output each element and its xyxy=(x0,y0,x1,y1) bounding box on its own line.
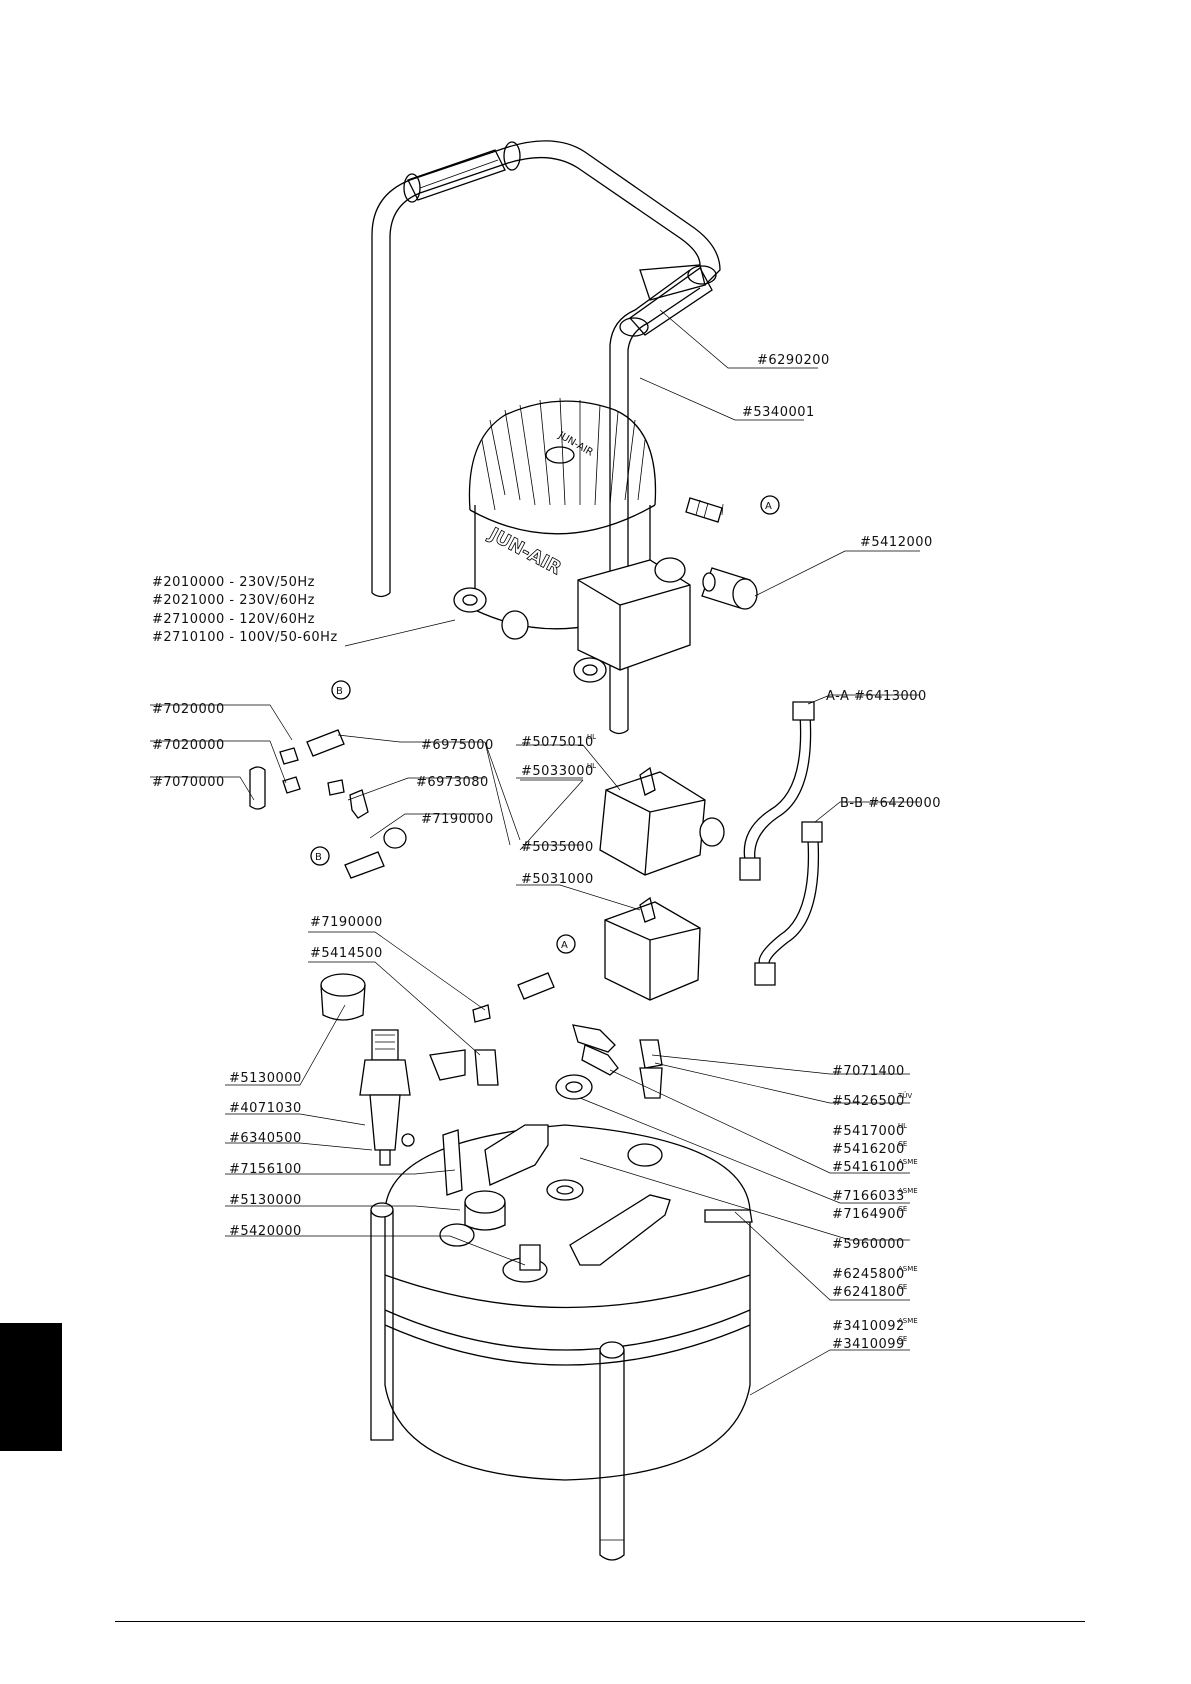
label-5417000: #5417000 xyxy=(832,1124,905,1139)
logo-top: JUN-AIR xyxy=(556,430,595,459)
label-5035000: #5035000 xyxy=(521,840,594,855)
sup-5416200: CE xyxy=(898,1140,907,1148)
label-5075010: #5075010 xyxy=(521,735,594,750)
label-5426500: #5426500 xyxy=(832,1094,905,1109)
label-model-1: #2010000 - 230V/50Hz xyxy=(152,575,315,590)
sup-6245800: ASME xyxy=(898,1265,918,1273)
tank-legs xyxy=(370,1202,625,1561)
compressor-motor: JUN-AIR JUN-AIR xyxy=(453,397,691,683)
silencer-5412000 xyxy=(701,567,758,610)
label-6245800: #6245800 xyxy=(832,1267,905,1282)
filter-regulator xyxy=(320,973,415,1166)
handle-frame xyxy=(371,140,721,598)
fittings-left xyxy=(249,729,407,879)
label-4071030: #4071030 xyxy=(229,1101,302,1116)
svg-text:A: A xyxy=(561,940,568,951)
sup-5417000: UL xyxy=(898,1122,907,1130)
label-aa-6413000: A-A #6413000 xyxy=(826,689,927,704)
label-5414500: #5414500 xyxy=(310,946,383,961)
sup-5075010: UL xyxy=(587,733,596,741)
label-6975000: #6975000 xyxy=(421,738,494,753)
part-labels: #6290200 #5340001 #5412000 #2010000 - 23… xyxy=(152,353,941,1352)
label-5031000: #5031000 xyxy=(521,872,594,887)
callout-a-top: A xyxy=(760,495,780,515)
label-5130000-b: #5130000 xyxy=(229,1193,302,1208)
pressure-switch-lower xyxy=(604,896,701,1001)
handle-bar-right xyxy=(609,265,717,735)
svg-text:B: B xyxy=(315,852,322,863)
label-7164900: #7164900 xyxy=(832,1207,905,1222)
label-model-4: #2710100 - 100V/50-60Hz xyxy=(152,630,338,645)
logo-side: JUN-AIR xyxy=(484,523,565,579)
label-7156100: #7156100 xyxy=(229,1162,302,1177)
leader-lines xyxy=(150,309,920,1396)
hose-b-b xyxy=(754,821,823,986)
callout-b-top: B xyxy=(331,680,351,700)
fitting-a-top xyxy=(685,497,723,523)
sup-6241800: CE xyxy=(898,1283,907,1291)
fittings-center xyxy=(429,972,663,1100)
callout-a-mid: A xyxy=(556,934,576,954)
footer-rule xyxy=(115,1621,1085,1622)
sup-7166033: ASME xyxy=(898,1187,918,1195)
hose-a-a xyxy=(739,701,815,881)
label-7166033: #7166033 xyxy=(832,1189,905,1204)
svg-text:A: A xyxy=(765,501,772,512)
section-tab xyxy=(0,1323,62,1451)
sup-3410092: ASME xyxy=(898,1317,918,1325)
label-5960000: #5960000 xyxy=(832,1237,905,1252)
label-3410092: #3410092 xyxy=(832,1319,905,1334)
label-5416100: #5416100 xyxy=(832,1160,905,1175)
label-6290200: #6290200 xyxy=(757,353,830,368)
label-6973080: #6973080 xyxy=(416,775,489,790)
air-tank xyxy=(384,1124,753,1481)
label-model-2: #2021000 - 230V/60Hz xyxy=(152,593,315,608)
label-5412000: #5412000 xyxy=(860,535,933,550)
sup-3410099: CE xyxy=(898,1335,907,1343)
label-bb-6420000: B-B #6420000 xyxy=(840,796,941,811)
label-3410099: #3410099 xyxy=(832,1337,905,1352)
label-7020000-b: #7020000 xyxy=(152,738,225,753)
label-7190000-a: #7190000 xyxy=(421,812,494,827)
label-5340001: #5340001 xyxy=(742,405,815,420)
callout-b-bottom: B xyxy=(310,846,330,866)
sup-5033000: UL xyxy=(587,762,596,770)
sup-5416100: ASME xyxy=(898,1158,918,1166)
sup-7164900: CE xyxy=(898,1205,907,1213)
label-model-3: #2710000 - 120V/60Hz xyxy=(152,612,315,627)
pressure-switch-upper xyxy=(599,766,725,876)
svg-text:B: B xyxy=(336,686,343,697)
label-5416200: #5416200 xyxy=(832,1142,905,1157)
label-7190000-b: #7190000 xyxy=(310,915,383,930)
label-7020000-a: #7020000 xyxy=(152,702,225,717)
label-5420000: #5420000 xyxy=(229,1224,302,1239)
label-6241800: #6241800 xyxy=(832,1285,905,1300)
sup-5426500: TÜV xyxy=(897,1091,912,1100)
label-5130000-a: #5130000 xyxy=(229,1071,302,1086)
label-7071400: #7071400 xyxy=(832,1064,905,1079)
label-7070000: #7070000 xyxy=(152,775,225,790)
label-6340500: #6340500 xyxy=(229,1131,302,1146)
label-5033000: #5033000 xyxy=(521,764,594,779)
